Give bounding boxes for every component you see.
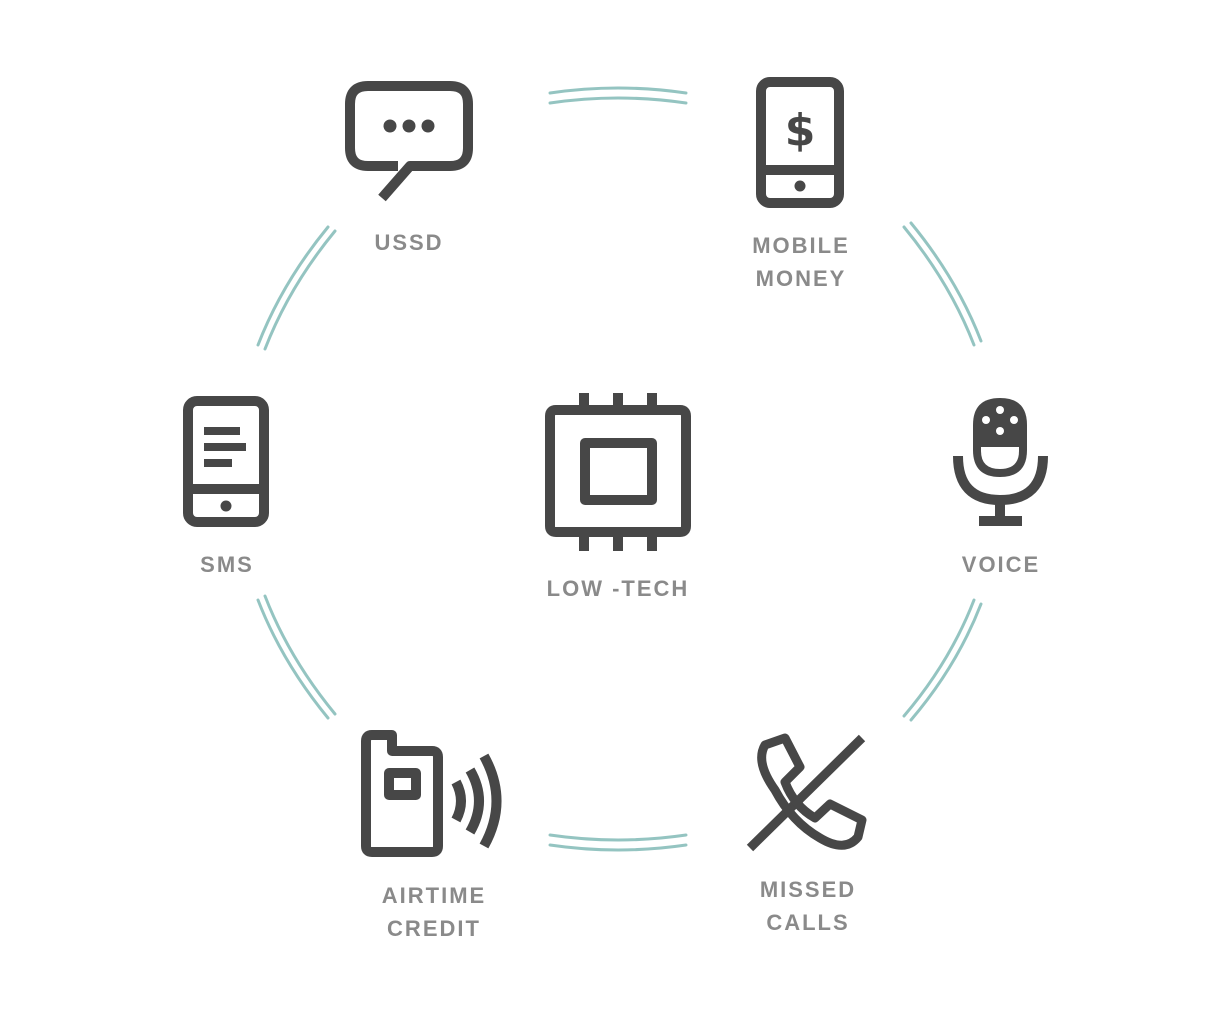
connector-arc-upper-left: [256, 225, 337, 351]
node-label-airtime-credit-line-1: AIRTIME: [381, 883, 487, 908]
node-label-mobile-money-line-1: MOBILE: [752, 233, 850, 258]
svg-text:$: $: [785, 105, 816, 156]
node-label-airtime-credit-line-2: CREDIT: [387, 916, 481, 941]
node-label-missed-calls-line-2: CALLS: [766, 910, 850, 935]
node-label-voice-line-1: VOICE: [961, 552, 1041, 577]
node-label-sms: SMS: [117, 548, 337, 581]
connector-arc-bottom: [548, 833, 688, 852]
node-label-mobile-money-line-2: MONEY: [755, 266, 847, 291]
node-label-voice: VOICE: [891, 548, 1111, 581]
connector-arc-lower-right: [902, 598, 983, 722]
node-label-mobile-money: MOBILE MONEY: [691, 229, 911, 295]
connector-arc-top: [548, 86, 688, 105]
node-label-ussd-line-1: USSD: [374, 230, 444, 255]
node-label-airtime-credit: AIRTIME CREDIT: [324, 879, 544, 945]
node-label-missed-calls-line-1: MISSED: [759, 877, 857, 902]
node-label-ussd: USSD: [299, 226, 519, 259]
node-label-sms-line-1: SMS: [200, 552, 254, 577]
connector-arc-upper-right: [902, 221, 983, 347]
connector-arc-lower-left: [256, 594, 337, 720]
node-label-missed-calls: MISSED CALLS: [698, 873, 918, 939]
center-label-text: LOW -TECH: [546, 576, 690, 601]
center-label: LOW -TECH: [508, 572, 728, 605]
